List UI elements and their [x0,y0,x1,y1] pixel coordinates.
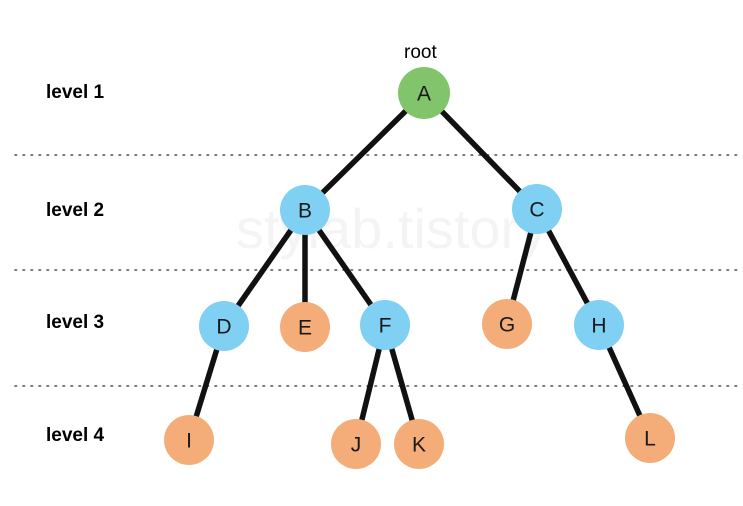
level-label-4: level 4 [46,425,105,446]
tree-node-c[interactable]: C [512,184,562,234]
node-label-a: A [417,83,431,106]
edge-A-B [303,91,426,212]
node-label-l: L [644,428,656,451]
node-label-d: D [216,316,231,339]
node-label-b: B [298,200,312,223]
tree-node-e[interactable]: E [280,302,330,352]
node-circle-i[interactable] [164,415,214,465]
tree-node-l[interactable]: L [625,413,675,463]
tree-node-g[interactable]: G [482,299,532,349]
node-label-c: C [529,199,544,222]
tree-node-a[interactable]: A [398,67,450,119]
tree-node-h[interactable]: H [574,300,624,350]
node-label-j: J [351,434,362,457]
level-label-1: level 1 [46,82,105,103]
tree-node-d[interactable]: D [199,301,249,351]
node-label-k: K [412,434,426,457]
level-separators [14,154,741,387]
level-label-3: level 3 [46,312,105,333]
node-circle-l[interactable] [625,413,675,463]
node-label-i: I [186,430,192,453]
node-circle-c[interactable] [512,184,562,234]
tree-edges [186,91,653,445]
tree-node-j[interactable]: J [331,419,381,469]
node-circle-f[interactable] [360,300,410,350]
node-label-e: E [298,317,312,340]
tree-node-i[interactable]: I [164,415,214,465]
node-label-h: H [591,315,606,338]
node-circle-d[interactable] [199,301,249,351]
node-circle-e[interactable] [280,302,330,352]
tree-nodes: A B C D E F G H I J K L [164,67,675,469]
node-circle-h[interactable] [574,300,624,350]
tree-node-k[interactable]: K [394,419,444,469]
node-circle-g[interactable] [482,299,532,349]
tree-node-b[interactable]: B [280,185,330,235]
node-circle-b[interactable] [280,185,330,235]
node-label-g: G [499,314,515,337]
edge-A-C [422,91,539,211]
node-circle-k[interactable] [394,419,444,469]
node-circle-j[interactable] [331,419,381,469]
node-label-f: F [379,315,392,338]
root-caption: root [404,42,437,63]
level-label-2: level 2 [46,200,105,221]
tree-node-f[interactable]: F [360,300,410,350]
node-circle-a[interactable] [398,67,450,119]
